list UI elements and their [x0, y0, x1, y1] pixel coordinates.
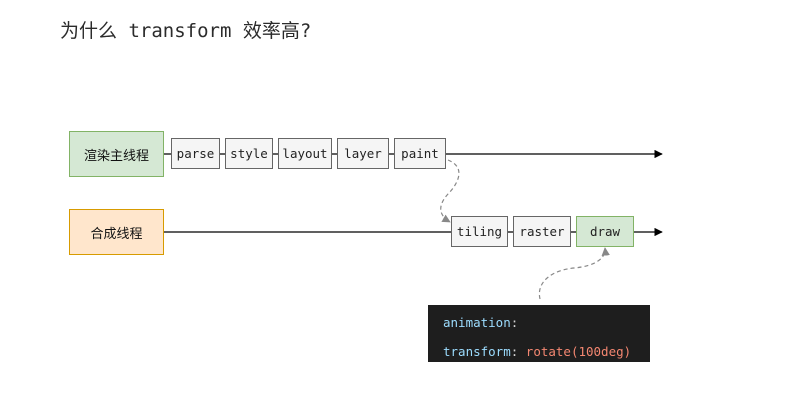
compositor-thread-box: 合成线程 — [69, 209, 164, 255]
code-block: animation: transform: rotate(100deg) — [428, 305, 650, 362]
step-style: style — [225, 138, 273, 169]
step-draw: draw — [576, 216, 634, 247]
page-title: 为什么 transform 效率高? — [60, 20, 312, 42]
code-line-transform: transform: rotate(100deg) — [443, 341, 650, 362]
step-raster: raster — [513, 216, 571, 247]
code-to-draw-arrow — [538, 247, 610, 300]
code-line-animation: animation: — [443, 312, 650, 333]
step-paint: paint — [394, 138, 446, 169]
code-prop-transform: transform — [443, 344, 511, 359]
code-colon: : — [510, 344, 519, 359]
step-tiling: tiling — [451, 216, 508, 247]
step-layer: layer — [337, 138, 389, 169]
step-parse: parse — [171, 138, 220, 169]
paint-to-tiling-arrow — [440, 159, 460, 223]
code-value-rotate: rotate(100deg) — [525, 344, 632, 359]
code-colon: : — [510, 315, 519, 330]
step-layout: layout — [278, 138, 332, 169]
main-thread-box: 渲染主线程 — [69, 131, 164, 177]
code-prop-animation: animation — [443, 315, 511, 330]
